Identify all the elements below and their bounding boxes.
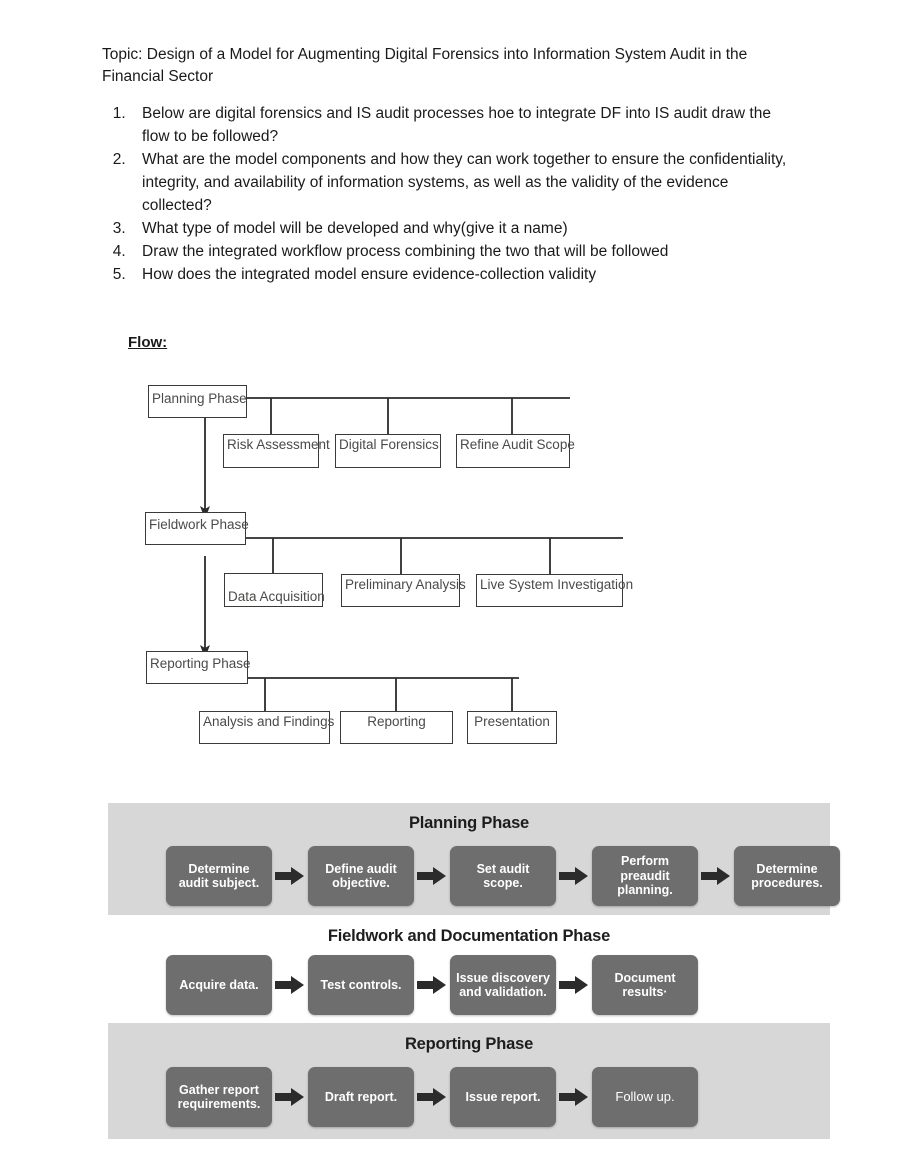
- arrow-right-icon: [556, 974, 592, 996]
- document-text-block: Topic: Design of a Model for Augmenting …: [102, 44, 792, 286]
- band-title: Planning Phase: [408, 814, 530, 832]
- tree-node-label: Risk Assessment: [227, 437, 330, 452]
- tree-node-risk-assessment: Risk Assessment: [223, 434, 330, 468]
- flow-section-label: Flow:: [128, 334, 168, 351]
- tree-node-live-system-investigation: Live System Investigation: [476, 574, 633, 607]
- tree-node-label: Refine Audit Scope: [460, 437, 575, 452]
- tree-node-presentation: Presentation: [467, 711, 557, 744]
- tree-node-fieldwork-phase: Fieldwork Phase: [145, 512, 249, 545]
- arrow-right-icon: [414, 974, 450, 996]
- arrow-right-icon: [272, 974, 308, 996]
- band-title: Reporting Phase: [404, 1035, 534, 1053]
- tree-node-analysis-and-findings: Analysis and Findings: [199, 711, 334, 744]
- arrow-right-icon: [556, 865, 592, 887]
- tree-node-data-acquisition: Data Acquisition: [224, 573, 325, 607]
- tree-node-label: Preliminary Analysis: [345, 577, 466, 592]
- phase-step-box[interactable]: Set audit scope.: [450, 846, 556, 906]
- phase-step-row: Gather report requirements. Draft report…: [166, 1067, 698, 1127]
- question-list: Below are digital forensics and IS audit…: [102, 102, 792, 286]
- tree-node-planning-phase: Planning Phase: [148, 385, 247, 418]
- tree-node-refine-audit-scope: Refine Audit Scope: [456, 434, 575, 468]
- tree-node-preliminary-analysis: Preliminary Analysis: [341, 574, 466, 607]
- list-item: Below are digital forensics and IS audit…: [130, 102, 792, 148]
- phase-step-row: Acquire data. Test controls. Issue disco…: [166, 955, 698, 1015]
- list-item: What are the model components and how th…: [130, 148, 792, 217]
- arrow-right-icon: [414, 865, 450, 887]
- tree-node-label: Digital Forensics: [339, 437, 439, 452]
- phase-step-box[interactable]: Acquire data.: [166, 955, 272, 1015]
- page-title: Topic: Design of a Model for Augmenting …: [102, 46, 748, 85]
- phase-step-box[interactable]: Follow up.: [592, 1067, 698, 1127]
- arrow-right-icon: [556, 1086, 592, 1108]
- arrow-right-icon: [414, 1086, 450, 1108]
- arrow-right-icon: [698, 865, 734, 887]
- list-item: What type of model will be developed and…: [130, 217, 792, 240]
- tree-node-digital-forensics: Digital Forensics: [335, 434, 441, 468]
- phase-step-box[interactable]: Define audit objective.: [308, 846, 414, 906]
- tree-node-label: Data Acquisition: [228, 589, 325, 604]
- tree-node-label: Reporting Phase: [150, 656, 251, 671]
- tree-node-label: Live System Investigation: [480, 577, 634, 592]
- phase-workflow-figure: Planning Phase Determine audit subject. …: [108, 803, 840, 1139]
- phase-step-row: Determine audit subject. Define audit ob…: [166, 846, 840, 906]
- tree-node-label: Presentation: [474, 714, 550, 729]
- phase-band-planning: Planning Phase Determine audit subject. …: [108, 803, 840, 915]
- phase-step-box[interactable]: Draft report.: [308, 1067, 414, 1127]
- phase-step-box[interactable]: Determine procedures.: [734, 846, 840, 906]
- tree-node-label: Reporting: [367, 714, 426, 729]
- phase-step-box[interactable]: Issue discovery and validation.: [450, 955, 556, 1015]
- phase-band-reporting: Reporting Phase Gather report requiremen…: [108, 1023, 830, 1139]
- list-item: Draw the integrated workflow process com…: [130, 240, 792, 263]
- tree-node-reporting: Reporting: [340, 711, 453, 744]
- phase-step-box[interactable]: Gather report requirements.: [166, 1067, 272, 1127]
- band-title: Fieldwork and Documentation Phase: [327, 927, 611, 945]
- phase-band-fieldwork: Fieldwork and Documentation Phase Acquir…: [108, 915, 830, 1023]
- tree-node-reporting-phase: Reporting Phase: [146, 651, 251, 684]
- phase-step-box[interactable]: Determine audit subject.: [166, 846, 272, 906]
- tree-node-label: Fieldwork Phase: [149, 517, 249, 532]
- tree-node-label: Analysis and Findings: [203, 714, 335, 729]
- phase-step-box[interactable]: Test controls.: [308, 955, 414, 1015]
- phase-step-box[interactable]: Perform preaudit planning.: [592, 846, 698, 906]
- phase-step-box[interactable]: Document results·: [592, 955, 698, 1015]
- phase-step-box[interactable]: Issue report.: [450, 1067, 556, 1127]
- list-item: How does the integrated model ensure evi…: [130, 263, 792, 286]
- tree-node-label: Planning Phase: [152, 391, 247, 406]
- arrow-right-icon: [272, 1086, 308, 1108]
- arrow-right-icon: [272, 865, 308, 887]
